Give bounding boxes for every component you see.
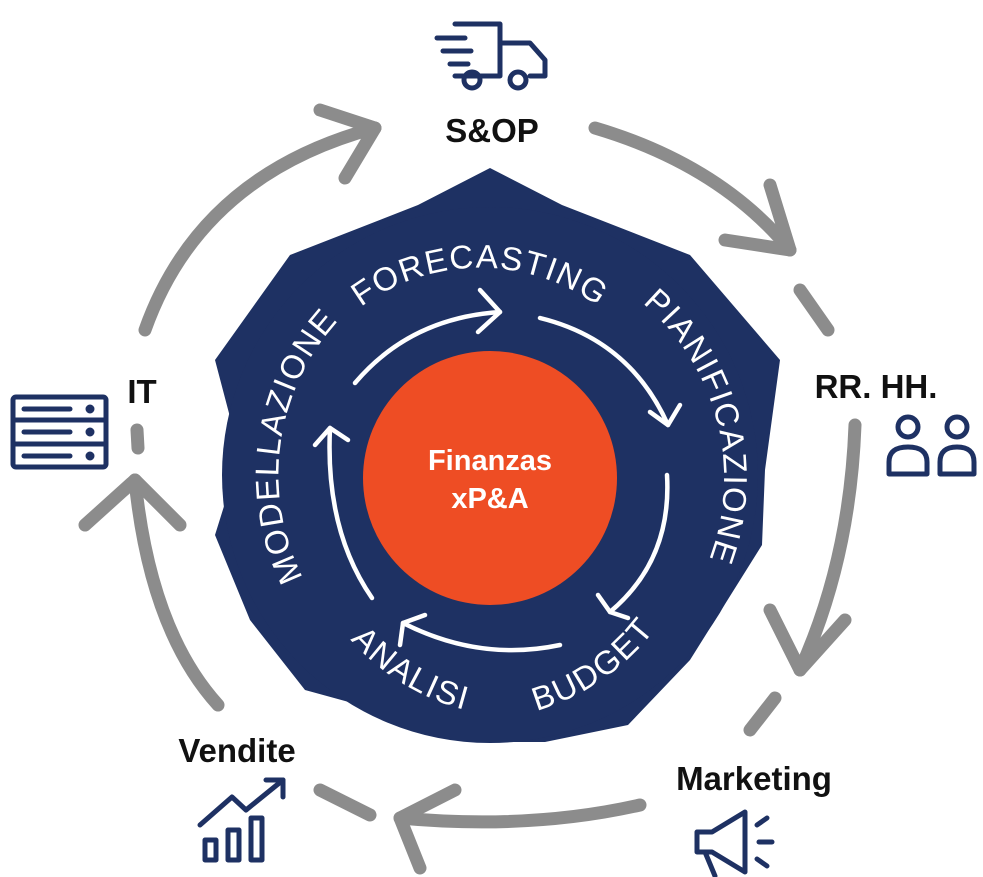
center-title-line2: xP&A bbox=[451, 483, 528, 515]
inner-arrow-left bbox=[327, 425, 375, 601]
growth-chart-icon bbox=[197, 777, 286, 863]
arrowhead-hr bbox=[718, 178, 797, 257]
arrow-mkt-to-sales bbox=[393, 798, 647, 829]
inner-arrowhead-bottom bbox=[397, 612, 428, 648]
arrow-it-dash bbox=[130, 423, 145, 455]
megaphone-icon bbox=[694, 809, 775, 877]
inner-arrowhead-right bbox=[647, 402, 683, 428]
server-icon bbox=[10, 394, 109, 470]
arrow-mkt-dash bbox=[743, 691, 782, 737]
inner-arrowhead-top bbox=[475, 287, 503, 335]
dept-label-hr: RR. HH. bbox=[815, 368, 938, 405]
outer-cycle-arrows bbox=[78, 103, 862, 875]
arrowhead-it bbox=[78, 473, 187, 532]
dept-label-marketing: Marketing bbox=[676, 760, 832, 797]
people-icon bbox=[886, 414, 977, 477]
dept-label-sop: S&OP bbox=[445, 112, 539, 149]
arrowhead-mkt bbox=[763, 603, 852, 677]
arrow-it-to-sop bbox=[138, 121, 382, 337]
arrowhead-sales bbox=[393, 783, 462, 875]
arrow-hr-to-mkt bbox=[793, 418, 862, 677]
center-circle bbox=[363, 351, 617, 605]
dept-label-sales: Vendite bbox=[178, 732, 295, 769]
inner-arrowhead-right-lower bbox=[595, 592, 631, 621]
delivery-truck-icon bbox=[434, 21, 548, 91]
arrowhead-sop bbox=[313, 103, 382, 185]
inner-cycle-arrows bbox=[312, 287, 683, 653]
inner-arrow-top bbox=[352, 309, 503, 386]
inner-arrowhead-left bbox=[312, 425, 351, 448]
arrow-sales-to-it bbox=[128, 473, 225, 712]
dept-label-it: IT bbox=[127, 373, 156, 410]
inner-arrow-bottom bbox=[400, 620, 563, 653]
arrow-hr-dash bbox=[793, 283, 835, 337]
arrow-sales-dash bbox=[313, 783, 377, 822]
inner-arrow-right bbox=[537, 315, 671, 428]
center-title-line1: Finanzas bbox=[428, 445, 552, 477]
inner-arrow-right-lower bbox=[607, 472, 670, 615]
arrow-sop-to-hr bbox=[588, 121, 797, 257]
